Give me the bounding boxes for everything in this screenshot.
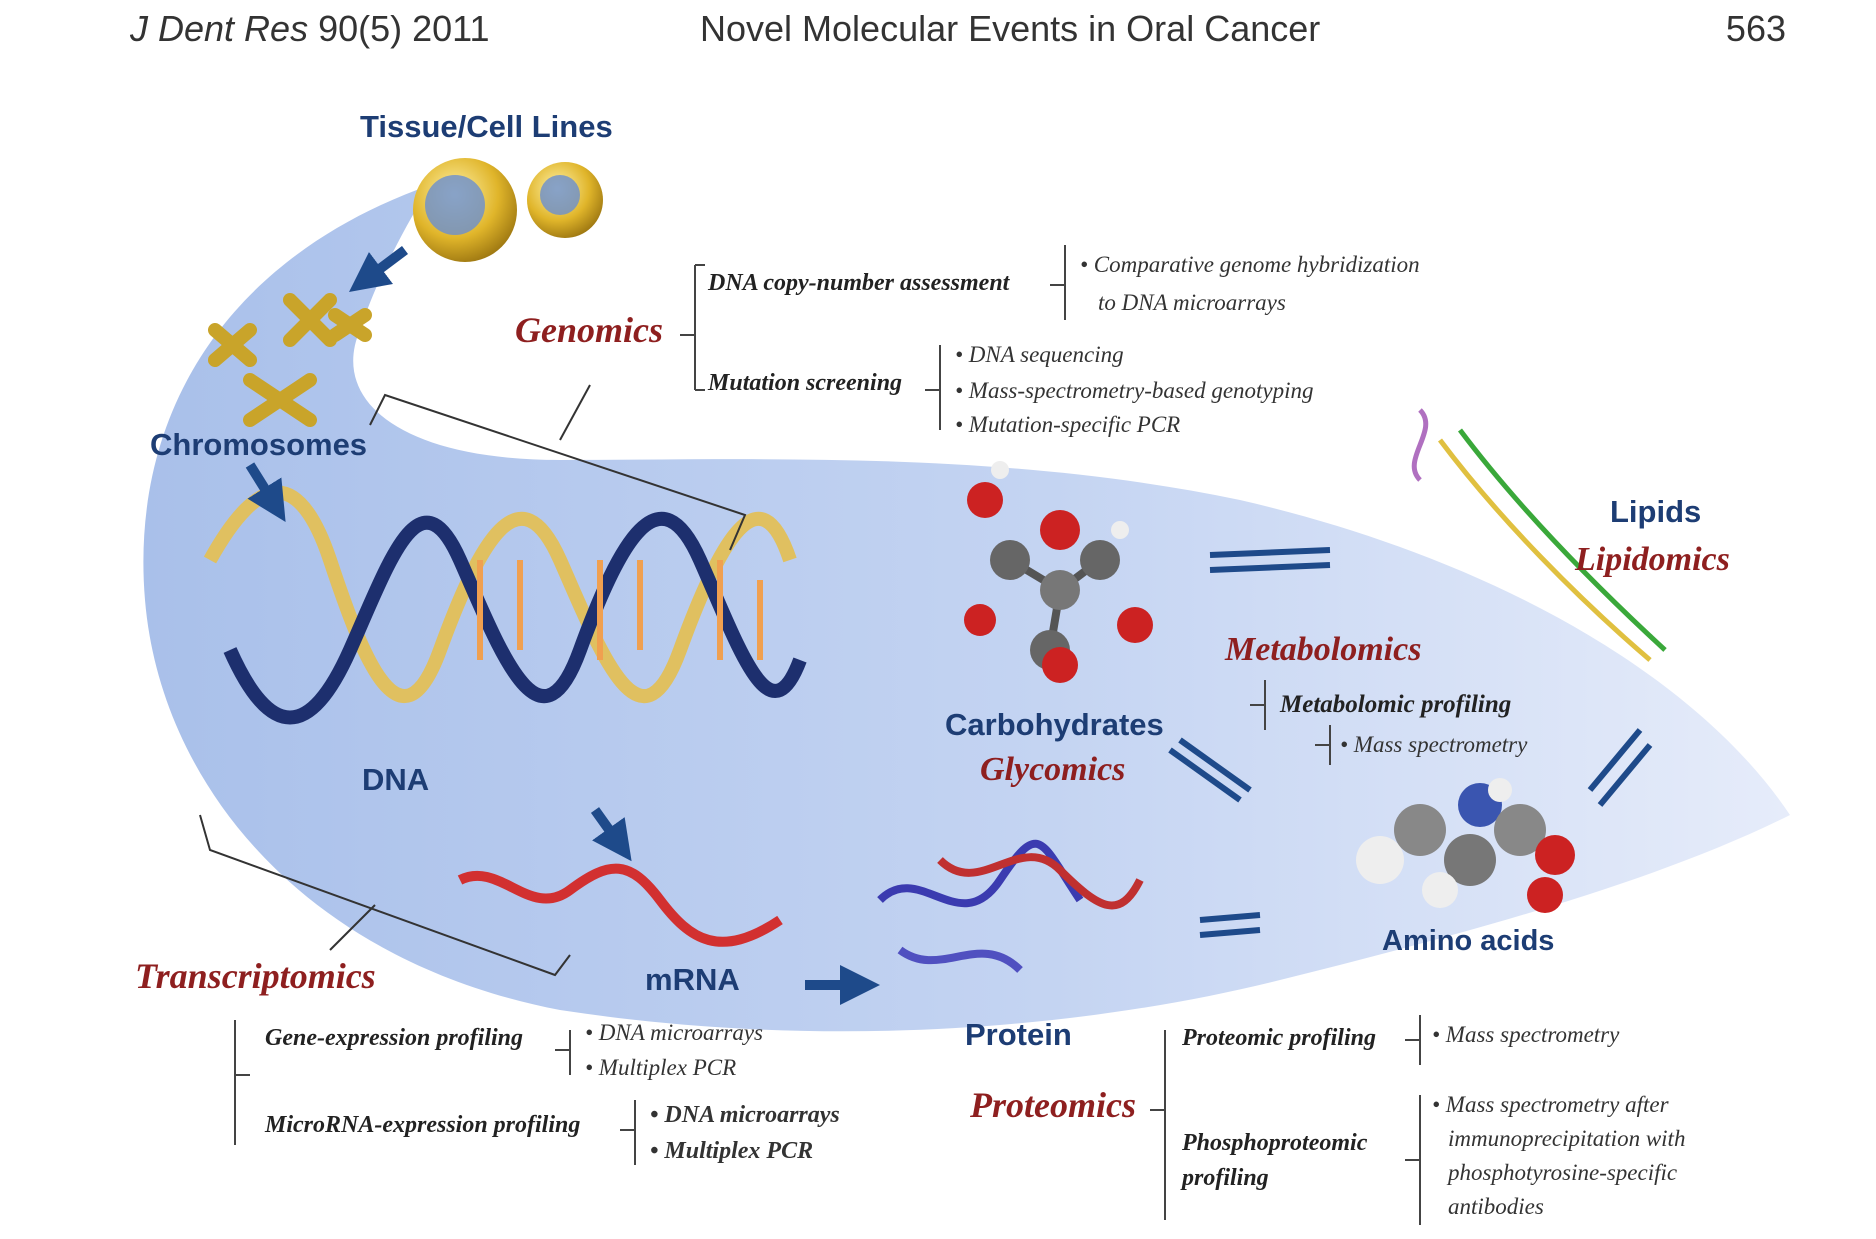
transcriptomics-micro-item: • DNA microarrays — [650, 1102, 840, 1128]
label-amino-acids: Amino acids — [1382, 925, 1554, 957]
proteomic-profiling: Proteomic profiling — [1181, 1025, 1376, 1051]
genomics-dna-copy: DNA copy-number assessment — [707, 270, 1011, 296]
metabolomics-brackets — [1250, 680, 1331, 765]
field-transcriptomics: Transcriptomics — [135, 956, 376, 996]
field-glycomics: Glycomics — [980, 751, 1125, 788]
flow-arrows — [245, 246, 880, 1005]
phospho-item: phosphotyrosine-specific — [1446, 1160, 1677, 1185]
label-tissue: Tissue/Cell Lines — [360, 109, 613, 144]
phospho-item: immunoprecipitation with — [1448, 1126, 1685, 1151]
field-metabolomics: Metabolomics — [1224, 631, 1421, 668]
proteomic-profiling-item: • Mass spectrometry — [1432, 1022, 1620, 1047]
genomics-cgh-1: • Comparative genome hybridization — [1080, 252, 1420, 277]
genomics-brackets — [680, 245, 1066, 430]
chromosome-shapes — [208, 293, 372, 427]
transcriptomics-micro-item: • Multiplex PCR — [650, 1138, 813, 1164]
header-title: Novel Molecular Events in Oral Cancer — [700, 8, 1321, 49]
label-dna: DNA — [362, 762, 429, 797]
genomics-mutation: Mutation screening — [707, 370, 902, 396]
dna-helix — [203, 485, 807, 725]
cell-spheres — [413, 158, 603, 262]
dna-base-pairs — [477, 560, 763, 660]
header-page-number: 563 — [1725, 8, 1786, 49]
genomics-cgh-2: to DNA microarrays — [1098, 290, 1286, 315]
label-mrna: mRNA — [645, 962, 740, 997]
label-lipids: Lipids — [1610, 494, 1701, 529]
genomics-mutation-item: • Mutation-specific PCR — [955, 412, 1180, 437]
metabolomic-item: • Mass spectrometry — [1340, 732, 1528, 757]
header-journal: J Dent Res 90(5) 2011 — [130, 8, 490, 50]
lipid-structure — [1411, 408, 1667, 662]
journal-volume: 90(5) 2011 — [318, 8, 490, 49]
mrna-strand — [457, 863, 783, 947]
carbohydrate-molecule — [964, 461, 1153, 683]
transcriptomics-brackets — [234, 1020, 636, 1165]
field-proteomics: Proteomics — [969, 1085, 1136, 1125]
journal-name: J Dent Res — [130, 8, 309, 49]
transcriptomics-gene-item: • DNA microarrays — [585, 1020, 763, 1045]
metabolomic-profiling: Metabolomic profiling — [1279, 691, 1511, 718]
protein-ribbon — [877, 839, 1144, 973]
transcriptomics-gene-item: • Multiplex PCR — [585, 1055, 736, 1080]
swoosh-background — [143, 185, 1790, 1032]
field-lipidomics: Lipidomics — [1574, 541, 1730, 578]
field-genomics: Genomics — [515, 310, 663, 350]
phospho-item: • Mass spectrometry after — [1432, 1092, 1670, 1117]
proteomics-brackets — [1150, 1015, 1421, 1225]
label-chromosomes: Chromosomes — [150, 427, 367, 462]
label-protein: Protein — [965, 1017, 1072, 1052]
label-carbohydrates: Carbohydrates — [945, 707, 1164, 742]
phosphoproteomic-line-2: profiling — [1180, 1165, 1269, 1191]
phospho-item: antibodies — [1448, 1194, 1544, 1219]
genomics-mutation-item: • Mass-spectrometry-based genotyping — [955, 378, 1314, 403]
transcriptomics-gene: Gene-expression profiling — [265, 1025, 523, 1051]
transcriptomics-microrna: MicroRNA-expression profiling — [264, 1112, 580, 1138]
connector-lines — [199, 384, 747, 977]
phosphoproteomic-line-1: Phosphoproteomic — [1181, 1130, 1368, 1156]
genomics-mutation-item: • DNA sequencing — [955, 342, 1124, 367]
equilibrium-arrows — [1168, 547, 1653, 938]
amino-acid-molecule — [1356, 778, 1575, 913]
